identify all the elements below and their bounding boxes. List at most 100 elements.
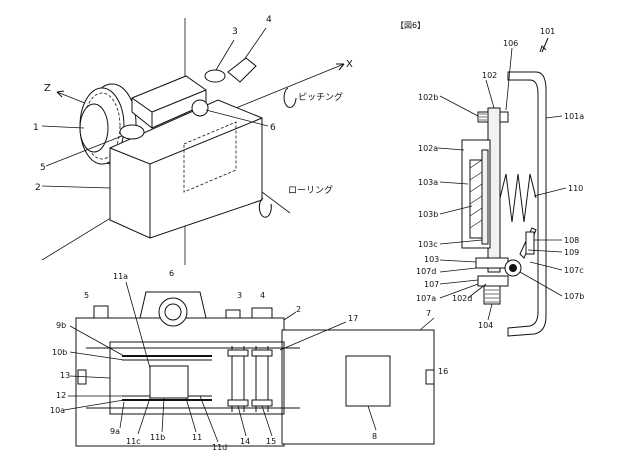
fig6-label-107: 107 xyxy=(424,280,439,289)
roller-assembly-14 xyxy=(227,346,249,412)
image-sensor-11 xyxy=(149,365,189,399)
side-tab-16 xyxy=(425,369,435,385)
figure6-ref-arrow xyxy=(541,37,549,53)
leader-4 xyxy=(243,27,267,61)
label-6: 6 xyxy=(270,123,276,133)
fig6-label-102b: 102b xyxy=(418,93,438,102)
sec-label-13: 13 xyxy=(60,371,70,380)
bracket-108 xyxy=(525,231,535,255)
z-axis-arrowhead xyxy=(56,90,65,98)
dial-lever xyxy=(227,57,257,83)
pitch-rotation-arrow xyxy=(283,87,297,108)
leader-1 xyxy=(41,125,85,129)
fig6-label-102d: 102d xyxy=(452,294,472,303)
mode-dial xyxy=(204,69,226,83)
pivot-pin xyxy=(509,264,517,272)
x-axis-label: X xyxy=(346,59,353,70)
sec-label-12: 12 xyxy=(56,391,66,400)
button-3 xyxy=(225,309,241,319)
x-axis-line xyxy=(235,63,345,109)
sec-label-10a: 10a xyxy=(50,406,65,415)
fig6-label-109: 109 xyxy=(564,248,579,257)
sec-label-11c: 11c xyxy=(126,437,141,446)
shutter-button xyxy=(119,124,145,140)
fig6-label-103b: 103b xyxy=(418,210,438,219)
z-axis-label: Z xyxy=(44,83,51,94)
fig6-label-107d: 107d xyxy=(416,267,436,276)
fig6-label-107c: 107c xyxy=(564,266,584,275)
screw-106 xyxy=(499,111,509,123)
outer-cover-101a xyxy=(507,71,547,337)
mount-107 xyxy=(475,257,509,269)
label-2: 2 xyxy=(35,183,41,193)
sec-label-2: 2 xyxy=(296,305,301,314)
leader-6 xyxy=(205,109,269,127)
pitching-label: ピッチング xyxy=(298,91,343,103)
leader-3 xyxy=(215,39,235,71)
sec-label-4: 4 xyxy=(260,291,265,300)
sec-label-5: 5 xyxy=(84,291,89,300)
fig6-label-101a: 101a xyxy=(564,112,584,121)
fig6-label-102a: 102a xyxy=(418,144,438,153)
fig6-label-102: 102 xyxy=(482,71,497,80)
leader-2 xyxy=(41,185,111,189)
lens-front-element xyxy=(79,103,109,153)
sec-label-16: 16 xyxy=(438,367,448,376)
leader-5 xyxy=(45,135,123,167)
button-5 xyxy=(93,305,109,319)
sec-label-11: 11 xyxy=(192,433,202,442)
figure6-ref-arrowhead xyxy=(539,45,547,53)
sensor-window-8 xyxy=(345,355,391,407)
sec-label-9b: 9b xyxy=(56,321,66,330)
sensor-hatch xyxy=(469,159,483,229)
sec-label-7: 7 xyxy=(426,309,431,318)
fig6-label-103a: 103a xyxy=(418,178,438,187)
screw-102b-thread xyxy=(479,113,487,121)
camera-section-view: 11a 5 6 3 4 2 7 17 9b 10b 13 12 10a 9a 1… xyxy=(50,269,448,452)
sec-label-9a: 9a xyxy=(110,427,120,436)
label-3: 3 xyxy=(232,27,238,37)
fig6-label-110: 110 xyxy=(568,184,583,193)
camera-body-outline xyxy=(109,99,263,239)
sec-label-14: 14 xyxy=(240,437,250,446)
fig6-label-108: 108 xyxy=(564,236,579,245)
figure6-section-view: 【図6】 101 xyxy=(396,21,584,337)
camera-perspective-view: Z X ピッチング ローリング 1 5 2 3 4 6 xyxy=(33,15,353,265)
x-axis-arrowhead xyxy=(336,63,345,71)
button-4 xyxy=(251,307,273,319)
top-button-6 xyxy=(191,99,209,117)
fig6-label-107b: 107b xyxy=(564,292,584,301)
lens-mount-6-inner xyxy=(164,303,182,321)
sec-label-10b: 10b xyxy=(52,348,67,357)
figure6-ref-101: 101 xyxy=(540,27,555,36)
fig6-label-106: 106 xyxy=(503,39,518,48)
roll-rotation-arrow xyxy=(258,197,272,218)
label-1: 1 xyxy=(33,123,39,133)
figure6-leaders xyxy=(437,47,567,321)
prism-edges xyxy=(131,89,207,128)
fig6-label-103c: 103c xyxy=(418,240,438,249)
section-leaders xyxy=(63,281,435,443)
rolling-label: ローリング xyxy=(288,184,333,196)
fig6-label-103: 103 xyxy=(424,255,439,264)
fig6-label-104: 104 xyxy=(478,321,493,330)
sec-label-6: 6 xyxy=(169,269,174,278)
spring-110 xyxy=(499,173,537,223)
sec-label-15: 15 xyxy=(266,437,276,446)
sec-label-11d: 11d xyxy=(212,443,227,452)
screw-104-thread xyxy=(485,289,499,303)
label-5: 5 xyxy=(40,163,46,173)
sensor-board-103c xyxy=(481,149,489,245)
sensor-chip-103b xyxy=(469,159,483,239)
sec-label-8: 8 xyxy=(372,432,377,441)
mount-107a xyxy=(477,275,509,287)
sec-label-3: 3 xyxy=(237,291,242,300)
screw-104 xyxy=(483,285,501,305)
sec-label-17: 17 xyxy=(348,314,358,323)
label-4: 4 xyxy=(266,15,272,25)
fig6-label-107a: 107a xyxy=(416,294,436,303)
rear-panel-dashed xyxy=(183,121,237,193)
sec-label-11a: 11a xyxy=(113,272,128,281)
sec-label-11b: 11b xyxy=(150,433,165,442)
